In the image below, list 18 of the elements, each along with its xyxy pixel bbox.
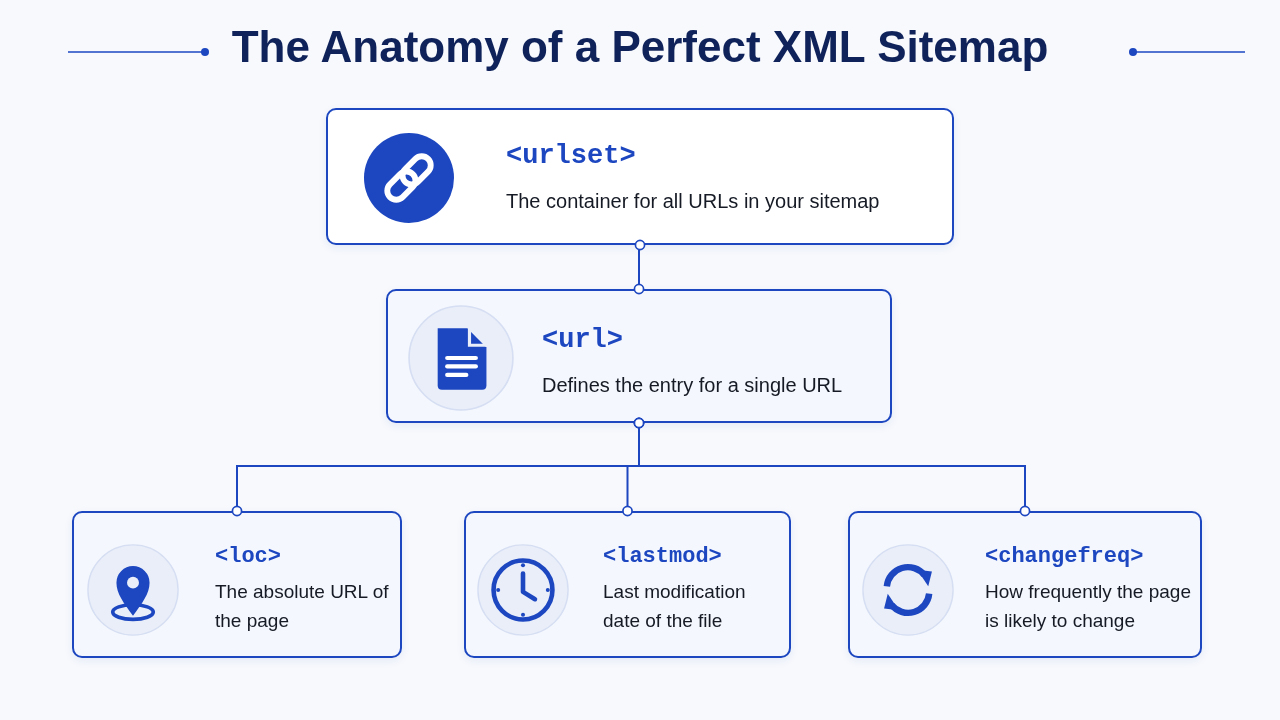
tag-name: <lastmod> — [603, 544, 722, 571]
tag-card — [326, 108, 954, 245]
tag-name: <urlset> — [506, 140, 636, 173]
title: The Anatomy of a Perfect XML Sitemap — [231, 22, 1049, 72]
tag-description: The absolute URL of the page — [215, 580, 390, 633]
connector-line — [633, 239, 646, 295]
tag-description: The container for all URLs in your sitemap — [506, 189, 880, 215]
connector-line — [633, 417, 1031, 517]
tag-description: Defines the entry for a single URL — [542, 373, 843, 399]
tag-description: How frequently the page is likely to change — [985, 580, 1192, 633]
tag-name: <loc> — [215, 544, 281, 571]
tag-card — [848, 511, 1202, 658]
tag-description: Last modification date of the file — [603, 580, 747, 633]
tag-name: <url> — [542, 324, 623, 357]
tag-card — [464, 511, 791, 658]
tag-card — [386, 289, 892, 423]
tag-card — [72, 511, 402, 658]
tag-name: <changefreq> — [985, 544, 1144, 571]
